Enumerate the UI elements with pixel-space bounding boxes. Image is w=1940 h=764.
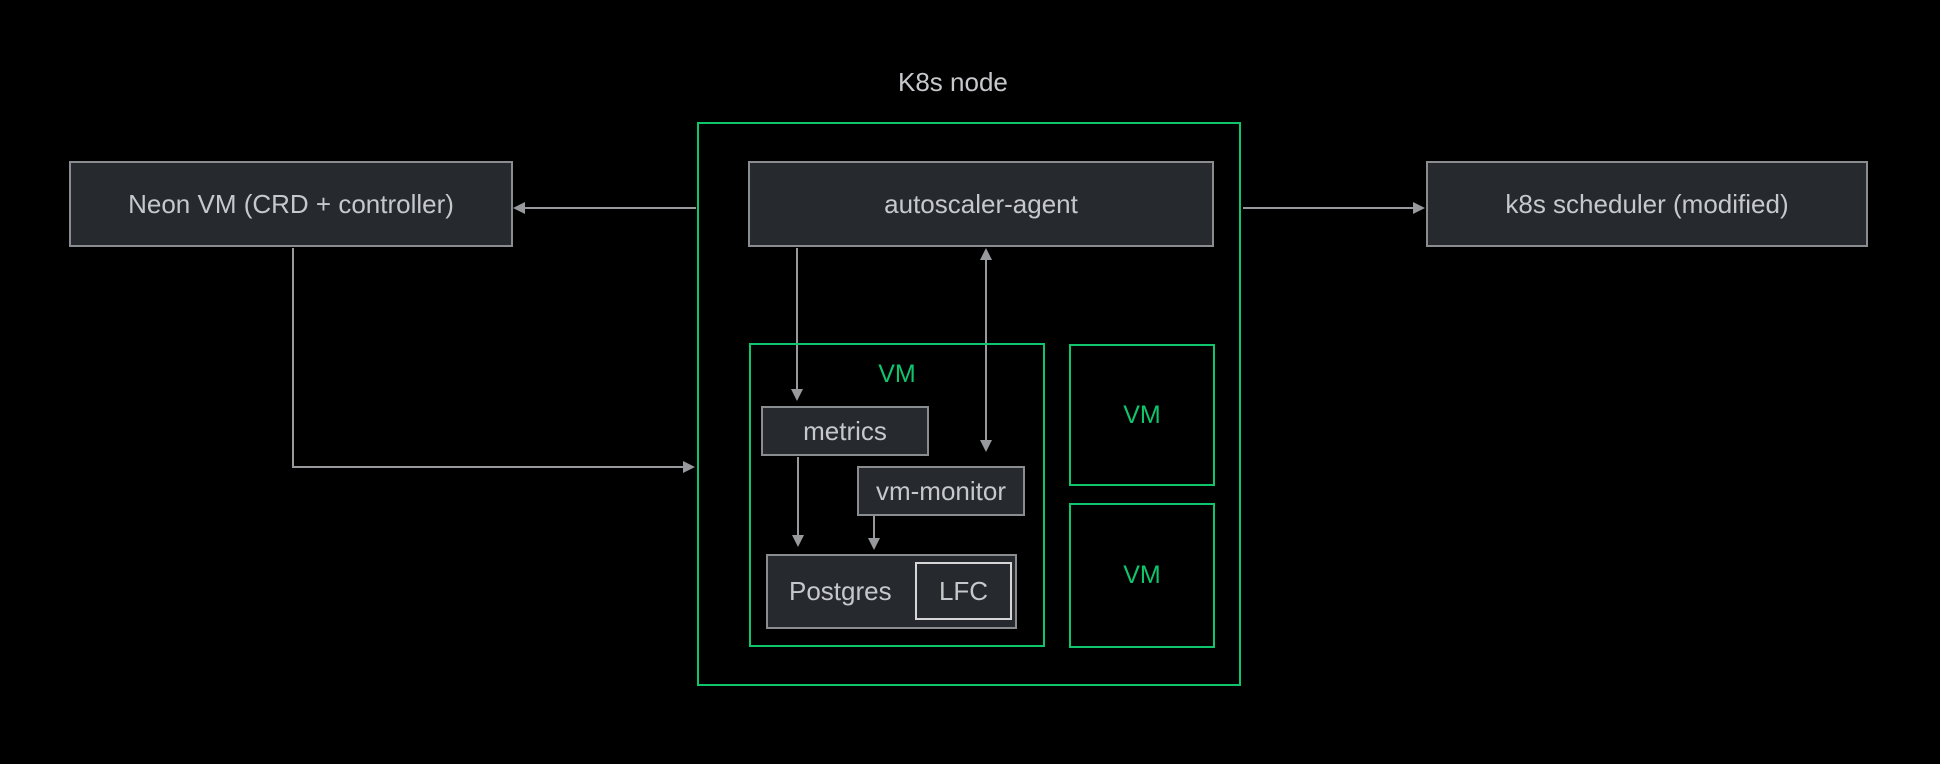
vm-box-bottom: VM <box>1069 503 1215 648</box>
neon-vm-label: Neon VM (CRD + controller) <box>128 188 454 219</box>
autoscaler-agent-label: autoscaler-agent <box>884 188 1078 219</box>
postgres-label: Postgres <box>789 576 892 606</box>
vm-monitor-node: vm-monitor <box>857 466 1025 516</box>
metrics-label: metrics <box>803 415 887 446</box>
arrow-neonvm-to-k8snode <box>292 248 695 473</box>
vm-box-bottom-label: VM <box>1123 561 1161 589</box>
vm-box-top: VM <box>1069 344 1215 486</box>
vm-monitor-label: vm-monitor <box>875 475 1006 506</box>
k8s-scheduler-node: k8s scheduler (modified) <box>1426 161 1868 247</box>
vm-boundary <box>749 343 1045 647</box>
vm-boundary-label: VM <box>878 360 916 388</box>
autoscaler-agent-node: autoscaler-agent <box>748 161 1214 247</box>
k8s-node-title: K8s node <box>898 67 1008 97</box>
neon-vm-node: Neon VM (CRD + controller) <box>69 161 513 247</box>
lfc-node: LFC <box>915 562 1012 620</box>
vm-box-top-label: VM <box>1123 400 1161 429</box>
k8s-scheduler-label: k8s scheduler (modified) <box>1505 188 1789 219</box>
k8s-node-boundary <box>697 122 1241 686</box>
metrics-node: metrics <box>761 406 929 456</box>
lfc-label: LFC <box>938 575 989 606</box>
